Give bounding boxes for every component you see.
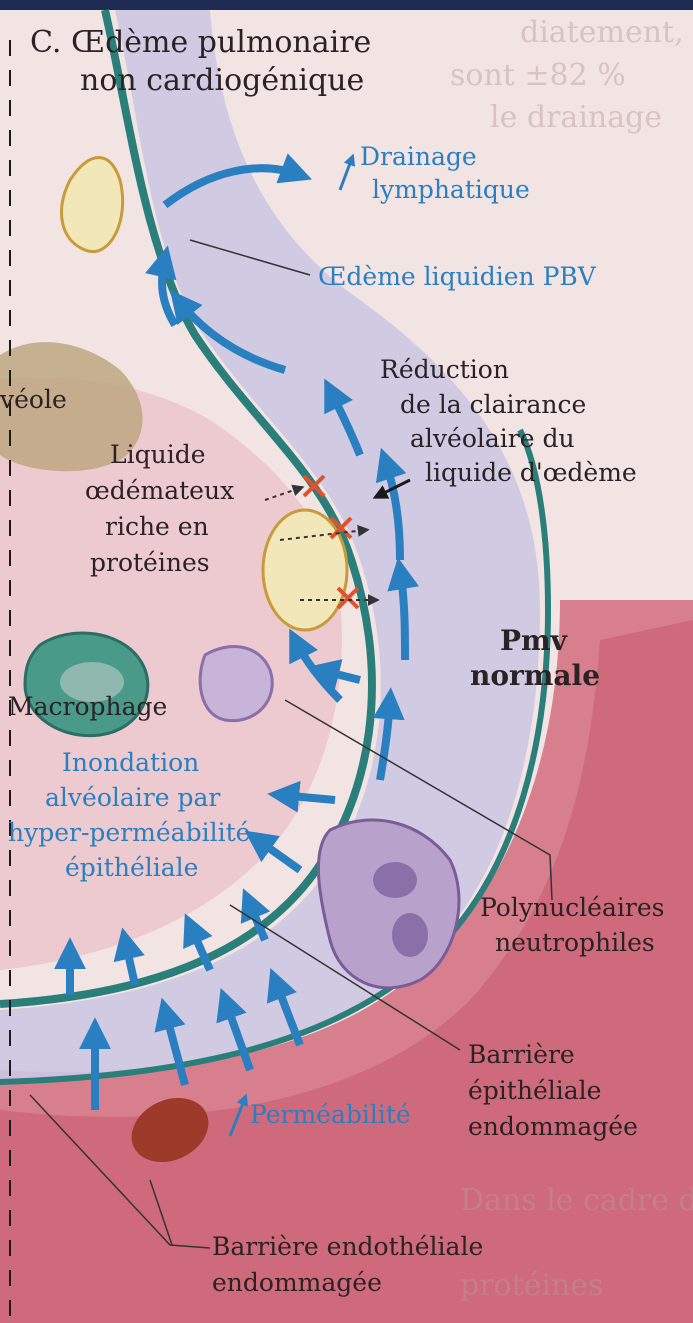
inondation-label-1: Inondation <box>62 748 199 778</box>
background-text: protéines <box>460 1268 603 1304</box>
polynucleaires-label-1: Polynucléaires <box>480 893 664 923</box>
liquide-label-3: riche en <box>105 512 209 542</box>
barriere-epi-label-2: épithéliale <box>468 1076 601 1106</box>
barriere-endo-label-1: Barrière endothéliale <box>212 1232 483 1262</box>
alveolar-cell-round <box>263 510 347 630</box>
inondation-label-3: hyper-perméabilité <box>8 818 250 848</box>
barriere-epi-label-3: endommagée <box>468 1112 638 1142</box>
liquide-label-2: œdémateux <box>85 476 234 506</box>
top-bar <box>0 0 693 10</box>
alveole-label: véole <box>0 385 67 415</box>
drainage-label-2: lymphatique <box>372 175 530 205</box>
title-line-2: non cardiogénique <box>80 64 364 98</box>
pmv-label-1: Pmv <box>500 625 567 657</box>
macrophage-label: Macrophage <box>8 692 167 722</box>
neutrophil-small <box>200 647 272 721</box>
neutrophil-nucleus-b <box>392 913 428 957</box>
liquide-label-1: Liquide <box>110 440 206 470</box>
reduction-label-2: de la clairance <box>400 390 586 420</box>
reduction-label-3: alvéolaire du <box>410 424 575 454</box>
polynucleaires-label-2: neutrophiles <box>495 928 655 958</box>
inondation-label-4: épithéliale <box>65 853 198 883</box>
pmv-label-2: normale <box>470 660 600 692</box>
liquide-label-4: protéines <box>90 548 210 578</box>
barriere-epi-label-1: Barrière <box>468 1040 575 1070</box>
background-text: le drainage <box>490 100 662 136</box>
background-text: sont ±82 % <box>450 58 626 94</box>
permeabilite-label: Perméabilité <box>250 1100 411 1130</box>
inondation-label-2: alvéolaire par <box>45 783 220 813</box>
neutrophil-nucleus-a <box>373 862 417 898</box>
title-line-1: C. Œdème pulmonaire <box>30 26 371 60</box>
reduction-label-4: liquide d'œdème <box>425 458 637 488</box>
oedeme-pbv-label: Œdème liquidien PBV <box>318 262 596 292</box>
drainage-label-1: Drainage <box>360 142 477 172</box>
background-text: Dans le cadre de <box>460 1183 693 1219</box>
barriere-endo-label-2: endommagée <box>212 1268 382 1298</box>
reduction-label-1: Réduction <box>380 355 509 385</box>
background-text: diatement, <box>520 15 684 51</box>
neutrophil-large <box>318 820 459 988</box>
